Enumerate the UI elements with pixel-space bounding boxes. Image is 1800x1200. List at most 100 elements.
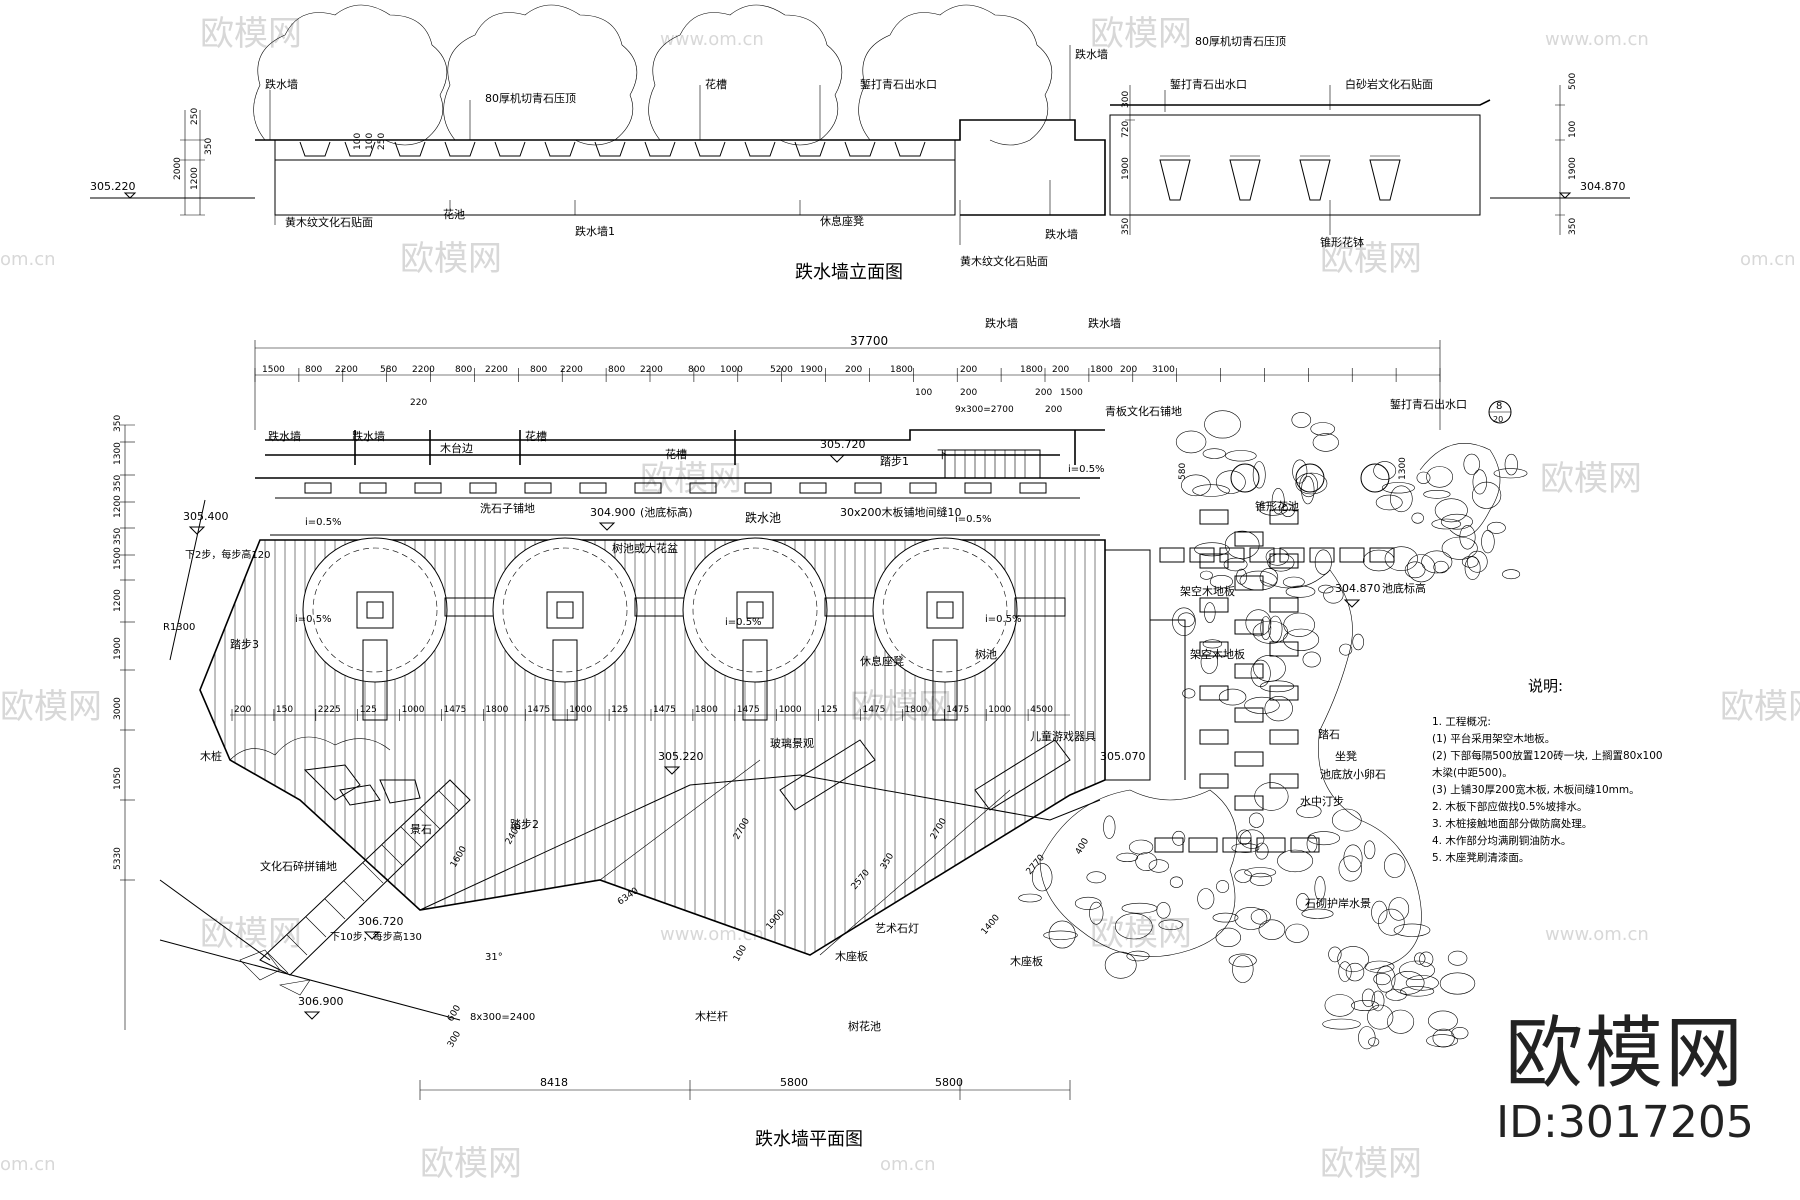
paver [1256,837,1286,853]
plan-label: 跌水墙 [352,429,385,443]
note-item: 1. 工程概况: [1432,716,1491,728]
elevation-wall-stone [274,159,956,216]
pond-stone [1439,972,1476,995]
pond-stone [1158,919,1183,930]
elev-label: 花池 [443,208,465,221]
plan-pond-lower [1039,789,1237,957]
watermark-brand: 欧模网 [200,14,302,54]
diag-dim: 1400 [980,913,1003,937]
note-item: 3. 木桩接触地面部分做防腐处理。 [1432,818,1593,830]
pond-stone [1324,994,1356,1017]
planter-box [909,482,937,494]
pond-stone [1209,574,1233,589]
plan-label: 下 [937,448,948,461]
plan-label: 踏步2 [510,817,539,831]
sub-dim: 1500 [1060,388,1083,398]
plan-label: 30x200木板铺地间缝10 [840,505,962,519]
pond-stone [1433,560,1449,574]
plan-label: 花槽 [665,448,687,461]
spout [824,597,876,617]
pond-stone [1282,576,1305,588]
elev-label: 跌水墙1 [575,224,615,238]
plan-bottom-dim-lines [419,1080,1071,1100]
plan-label: 木桩 [200,749,222,763]
plan-label: 树花池 [848,1019,881,1033]
pond-stone [1225,450,1257,462]
row-dim: 1800 [485,705,508,715]
pond-stone [1239,829,1265,849]
top-dim: 200 [960,365,977,375]
diag-dim: 2570 [850,868,873,892]
pond-stone [1271,488,1285,515]
planter-box [964,482,992,494]
plan-bench-lines [599,759,1011,956]
pond-stone [1031,863,1053,892]
paver [1199,685,1229,701]
tree-pit-inner [936,601,954,619]
watermark-layer: 欧模网 欧模网 www.om.cn www.om.cn 欧模网 欧模网 om.c… [0,14,1800,1184]
watermark-domain: om.cn [0,1154,56,1175]
pond-stone [1218,688,1247,706]
plan-label: 木座板 [1010,954,1043,968]
plan-label: 树池 [975,647,997,661]
elev-label: 錾打青石出水口 [1170,77,1247,91]
elev-label: 錾打青石出水口 [860,77,937,91]
watermark-corner-id: ID:3017205 [1496,1097,1754,1148]
elevation-right-dims [1125,85,1565,235]
pond-stone [1440,513,1473,530]
diag-step [362,862,384,884]
plan-label: 木座板 [835,949,868,963]
sub-dim: 200 [1045,405,1062,415]
pond-stone [1434,498,1468,523]
diag-dim: 350 [879,851,896,871]
pond-stone [1361,988,1376,1007]
pond-stone [1215,470,1246,494]
tree-pit-inner [556,601,574,619]
plan-planter-boxes [304,430,1076,494]
pond-stone [1306,834,1318,853]
left-dim: 1300 [113,442,123,465]
pond-stone [1414,952,1426,965]
pond-stone [1337,946,1369,973]
tree-canopy-inner [502,547,628,673]
notes-list: 1. 工程概况: (1) 平台采用架空木地板。 (2) 下部每隔500放置120… [1432,714,1672,867]
left-dim: 350 [113,415,123,432]
pond-stone [1285,923,1309,943]
pond-stone [1407,554,1436,583]
pond-stone [1200,650,1218,674]
tree-pit-inner [746,601,764,619]
diag-step [324,898,346,920]
pond-stone [1322,1018,1361,1030]
pond-stone [1345,962,1365,982]
pond-stone [1301,475,1315,505]
pond-stone [1237,829,1252,845]
pond-stone [1463,453,1480,475]
pond-stone [1299,472,1318,498]
pond-stone [1228,953,1257,968]
pond-stone [1373,973,1391,986]
pond-stone [1368,1037,1380,1047]
pond-stone [1371,990,1385,1012]
watermark-brand: 欧模网 [420,1144,522,1184]
paver [1234,795,1264,811]
sub-dim: 220 [410,398,427,408]
pond-stone [1267,553,1295,572]
cone-planter-1 [1230,463,1260,493]
note-item: (1) 平台采用架空木地板。 [1432,733,1556,745]
paver [1234,619,1264,635]
elevation-title: 跌水墙立面图 [795,262,903,283]
elev-label: 80厚机切青石压顶 [1195,34,1286,48]
tree-pit [926,591,964,629]
watermark-brand: 欧模网 [1090,14,1192,54]
pond-stone [1375,965,1396,993]
paver [1199,641,1229,657]
pond-stone [1277,849,1314,873]
watermark-domain: om.cn [1740,249,1796,270]
plan-steps-1 [944,449,1041,479]
pond-stone [1255,842,1269,860]
row-dim: 1000 [402,705,425,715]
top-dim: 580 [380,365,397,375]
planter-box [304,482,332,494]
plan-label: 树池或大花盆 [612,541,678,555]
planter-box [524,482,552,494]
